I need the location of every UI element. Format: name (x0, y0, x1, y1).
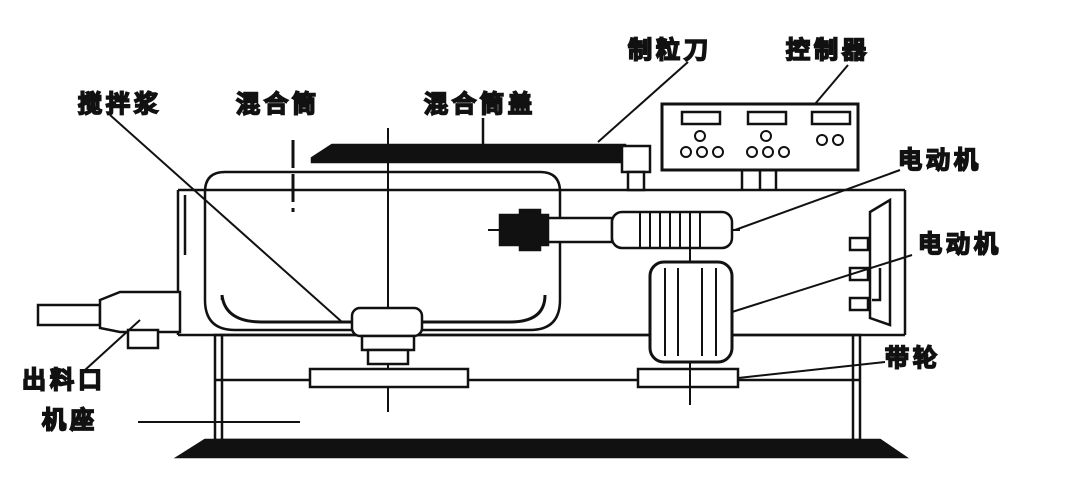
leader-lines (84, 61, 913, 423)
drum-lid (310, 118, 627, 164)
main-housing (176, 188, 907, 337)
pulley-right (636, 367, 740, 389)
pulley-left (308, 367, 470, 389)
lid-bracket (620, 144, 652, 174)
stirring-hub (350, 306, 424, 366)
controller-box (660, 102, 860, 190)
label-mixing-drum: 混合筒 (236, 90, 320, 118)
label-drum-lid: 混合筒盖 (424, 90, 536, 118)
mixing-drum (203, 170, 562, 332)
label-stirring-paddle: 搅拌浆 (78, 90, 162, 118)
label-machine-base: 机座 (42, 406, 98, 434)
label-belt-pulley: 带轮 (885, 344, 941, 372)
label-discharge-port: 出料口 (22, 366, 106, 394)
knife-shaft-assembly (488, 208, 740, 252)
discharge-port (36, 290, 182, 350)
label-motor-upper: 电动机 (898, 146, 982, 174)
label-motor-lower: 电动机 (918, 230, 1002, 258)
label-granulating-knife: 制粒刀 (628, 36, 712, 64)
base-plate (173, 438, 910, 459)
side-control-panel (848, 197, 892, 327)
label-controller: 控制器 (786, 36, 870, 64)
